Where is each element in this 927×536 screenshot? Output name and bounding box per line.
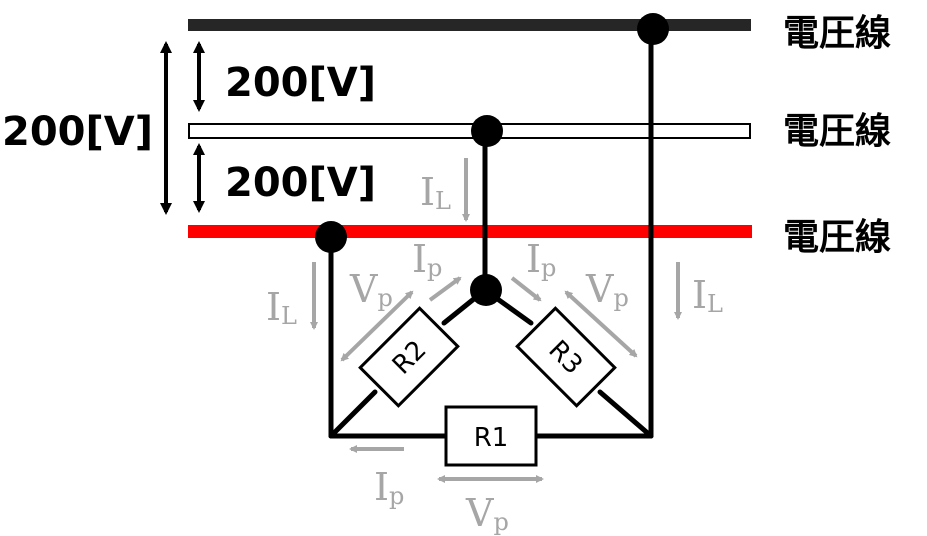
junction-bottom: [315, 221, 347, 253]
resistor-r1: R1: [444, 405, 538, 467]
phase-current-label-r2: Ip: [412, 237, 442, 282]
phase-voltage-arrow-r2: [340, 290, 414, 362]
line-current-label-right: IL: [692, 273, 723, 318]
top-voltage-line: [188, 19, 751, 31]
line-current-label-middle: IL: [420, 170, 451, 215]
junction-apex: [470, 274, 502, 306]
phase-voltage-arrow-r3: [564, 290, 638, 358]
phase-current-label-r3: Ip: [526, 237, 556, 282]
upper-voltage-label: 200[V]: [225, 60, 376, 106]
resistor-r1-label: R1: [474, 423, 509, 453]
bottom-voltage-line: [188, 225, 752, 238]
total-voltage-label: 200[V]: [2, 109, 153, 155]
phase-voltage-label-r3: Vp: [585, 267, 629, 312]
phase-voltage-label-r1: Vp: [465, 491, 509, 536]
wire-left-edge-lower: [328, 389, 378, 439]
line-current-label-left: IL: [266, 285, 297, 330]
middle-voltage-line: [188, 123, 751, 139]
lower-voltage-label: 200[V]: [225, 160, 376, 206]
phase-current-label-r1: Ip: [374, 465, 404, 510]
wire-right-edge-lower: [597, 389, 654, 439]
middle-line-label: 電圧線: [783, 111, 891, 152]
top-line-label: 電圧線: [783, 13, 891, 54]
phase-current-arrow-r2: [428, 276, 462, 302]
phase-current-arrow-r3: [510, 276, 542, 302]
phase-voltage-label-r2: Vp: [349, 267, 393, 312]
bottom-line-label: 電圧線: [783, 217, 891, 258]
junction-top: [637, 13, 669, 45]
junction-middle: [471, 115, 503, 147]
